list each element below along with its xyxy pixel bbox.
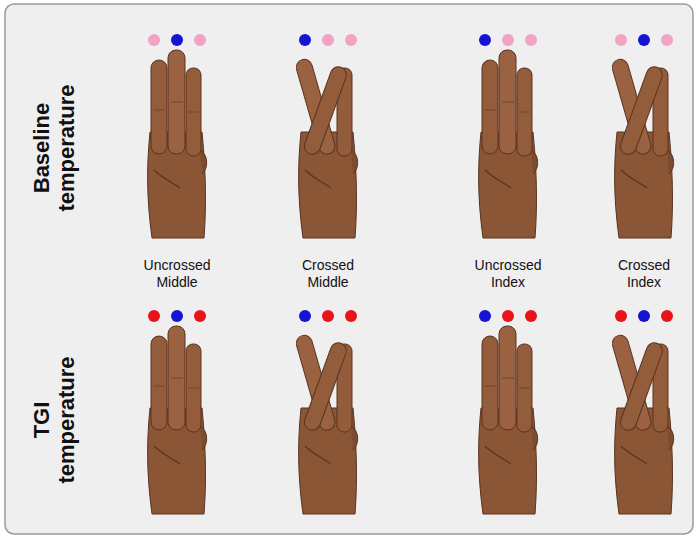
column-label: Uncrossed Middle <box>135 257 219 291</box>
column-label: Crossed Index <box>602 257 686 291</box>
temperature-dots <box>148 34 673 322</box>
column-label: Crossed Middle <box>286 257 370 291</box>
column-label: Uncrossed Index <box>466 257 550 291</box>
row-label: Baseline temperature <box>29 73 79 223</box>
row-label: TGI temperature <box>29 345 79 495</box>
